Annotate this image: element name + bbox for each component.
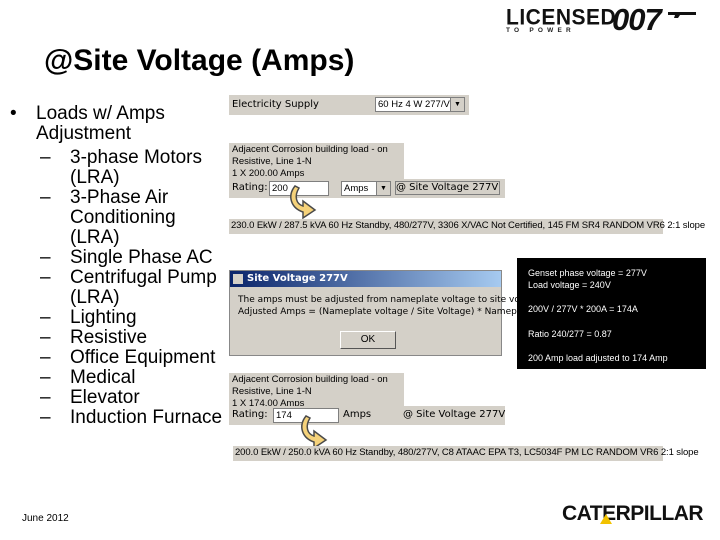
electricity-supply-select[interactable]: 60 Hz 4 W 277/V ▼ [375, 97, 465, 112]
logo-007: 007 [612, 2, 662, 37]
dialog-title: Site Voltage 277V [247, 273, 348, 284]
generator-summary-after: 200.0 EkW / 250.0 kVA 60 Hz Standby, 480… [233, 446, 699, 461]
curved-arrow-icon [290, 185, 317, 220]
unit-value: Amps [343, 409, 372, 420]
sub-bullet-item: –Single Phase AC [40, 247, 213, 268]
sub-bullet-text: Centrifugal Pump (LRA) [70, 267, 217, 308]
slide-title: @Site Voltage (Amps) [44, 44, 355, 77]
footer-date: June 2012 [22, 513, 69, 524]
sub-bullet-item: –3-phase Motors (LRA) [40, 148, 225, 188]
site-voltage-box [395, 181, 500, 195]
chevron-down-icon[interactable]: ▼ [450, 98, 464, 111]
load-info-panel-before: Adjacent Corrosion building load - on ph… [229, 143, 404, 181]
licensed-logo-tagline: TO POWER [506, 27, 575, 34]
bullet-list: •Loads w/ Amps Adjustment –3-phase Motor… [10, 104, 225, 428]
sub-bullet-item: –Medical [40, 367, 136, 388]
sub-bullet-item: –Office Equipment [40, 347, 216, 368]
rating-label: Rating: [232, 182, 268, 193]
calculation-notes-box: Genset phase voltage = 277V Load voltage… [517, 258, 706, 369]
sub-bullet-text: Office Equipment [70, 347, 216, 368]
bullet-main: •Loads w/ Amps Adjustment [10, 104, 225, 144]
curved-arrow-icon [301, 415, 328, 450]
sub-bullet-text: 3-Phase Air Conditioning (LRA) [70, 187, 176, 248]
sub-bullet-text: Single Phase AC [70, 247, 213, 268]
sub-bullet-item: –Resistive [40, 327, 148, 348]
sub-bullet-item: –Induction Furnace [40, 407, 223, 428]
site-voltage-label: @ Site Voltage 277V [396, 182, 499, 193]
sub-bullet-text: Elevator [70, 387, 140, 408]
load-line-type: Resistive, Line 1-N [232, 156, 312, 168]
sub-bullet-item: –Elevator [40, 387, 140, 408]
site-voltage-label: @ Site Voltage 277V [403, 409, 506, 420]
sub-bullet-text: Resistive [70, 327, 148, 348]
dialog-message-2: Adjusted Amps = (Nameplate voltage / Sit… [238, 307, 563, 317]
note-adjusted-load: 200 Amp load adjusted to 174 Amp [528, 353, 668, 363]
load-line-type: Resistive, Line 1-N [232, 386, 312, 398]
load-amps: 1 X 200.00 Amps [232, 168, 305, 180]
dialog-message-1: The amps must be adjusted from nameplate… [238, 295, 546, 305]
chevron-down-icon[interactable]: ▼ [376, 182, 390, 195]
dialog-titlebar: Site Voltage 277V [230, 271, 501, 287]
sub-bullet-item: –Lighting [40, 307, 137, 328]
note-load-voltage: Load voltage = 240V [528, 280, 611, 290]
summary-text: 200.0 EkW / 250.0 kVA 60 Hz Standby, 480… [235, 447, 699, 458]
caterpillar-logo: CATERPILLAR [562, 502, 704, 525]
bullet-main-text: Loads w/ Amps Adjustment [36, 103, 165, 144]
unit-select[interactable]: Amps ▼ [341, 181, 391, 196]
ok-button[interactable]: OK [340, 331, 396, 349]
sub-bullet-text: 3-phase Motors (LRA) [70, 147, 203, 188]
sub-bullet-item: –Centrifugal Pump (LRA) [40, 268, 225, 308]
sub-bullet-item: –3-Phase Air Conditioning (LRA) [40, 188, 225, 248]
note-calculation: 200V / 277V * 200A = 174A [528, 304, 638, 314]
app-icon [233, 274, 243, 284]
rating-row-after: Rating: 174 Amps @ Site Voltage 277V [229, 406, 505, 425]
sub-bullet-text: Medical [70, 367, 136, 388]
licensed-logo-text: LICENSED [506, 5, 617, 30]
rating-label: Rating: [232, 409, 268, 420]
caterpillar-triangle-icon [600, 514, 612, 524]
site-voltage-dialog: Site Voltage 277V The amps must be adjus… [229, 270, 562, 356]
gun-logo-icon [668, 12, 696, 18]
load-info-panel-after: Adjacent Corrosion building load - on ph… [229, 373, 404, 411]
note-genset-voltage: Genset phase voltage = 277V [528, 268, 647, 278]
sub-bullet-text: Induction Furnace [70, 407, 223, 428]
electricity-supply-label: Electricity Supply [232, 99, 319, 110]
generator-summary-before: 230.0 EkW / 287.5 kVA 60 Hz Standby, 480… [229, 219, 705, 234]
electricity-supply-value: 60 Hz 4 W 277/V [378, 99, 450, 110]
rating-row-before: Rating: 200 Amps ▼ @ Site Voltage 277V [229, 179, 505, 198]
unit-value: Amps [344, 183, 369, 194]
note-ratio: Ratio 240/277 = 0.87 [528, 329, 612, 339]
electricity-supply-panel: Electricity Supply 60 Hz 4 W 277/V ▼ [229, 95, 469, 115]
summary-text: 230.0 EkW / 287.5 kVA 60 Hz Standby, 480… [231, 220, 705, 231]
sub-bullet-text: Lighting [70, 307, 137, 328]
sub-bullet-list: –3-phase Motors (LRA) –3-Phase Air Condi… [10, 148, 225, 428]
